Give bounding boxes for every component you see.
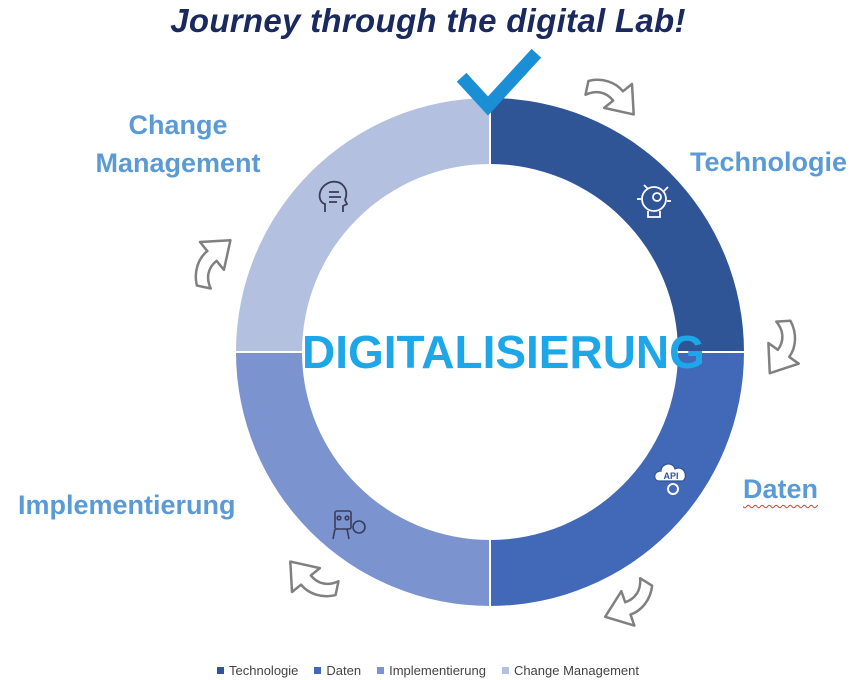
legend-item-technologie: Technologie xyxy=(217,663,298,678)
curved-arrow-icon xyxy=(289,560,340,598)
curved-arrow-icon xyxy=(603,576,654,627)
stage-label-implementierung: Implementierung xyxy=(18,490,236,520)
legend-swatch xyxy=(501,667,509,674)
api-cloud-icon: API xyxy=(654,463,687,495)
curved-arrow-icon xyxy=(584,78,635,116)
robot-icon xyxy=(332,510,366,540)
curved-arrow-icon xyxy=(767,319,800,375)
legend: Technologie Daten Implementierung Change… xyxy=(0,663,856,678)
segment-change-management xyxy=(236,98,490,352)
legend-swatch xyxy=(377,667,385,674)
stage-label-daten: Daten xyxy=(743,474,819,504)
segment-daten xyxy=(490,352,744,606)
diagram-title: Journey through the digital Lab! xyxy=(170,2,686,39)
legend-item-change-management: Change Management xyxy=(501,663,639,678)
stage-label-change-management: Change Management xyxy=(95,110,261,178)
head-icon xyxy=(318,180,349,212)
segment-technologie xyxy=(490,98,744,352)
segment-implementierung xyxy=(236,352,490,606)
legend-label: Implementierung xyxy=(389,663,486,678)
legend-label: Technologie xyxy=(229,663,299,678)
center-title: DIGITALISIERUNG xyxy=(302,326,705,378)
legend-item-implementierung: Implementierung xyxy=(377,663,486,678)
legend-label: Change Management xyxy=(513,663,639,678)
gear-bulb-icon xyxy=(637,184,671,218)
svg-text:API: API xyxy=(663,471,678,481)
stage-label-technologie: Technologie xyxy=(690,147,848,177)
checkmark-icon xyxy=(456,48,542,116)
legend-swatch xyxy=(217,667,225,674)
legend-item-daten: Daten xyxy=(314,663,361,678)
legend-swatch xyxy=(314,667,322,674)
curved-arrow-icon xyxy=(194,239,232,290)
legend-label: Daten xyxy=(326,663,362,678)
